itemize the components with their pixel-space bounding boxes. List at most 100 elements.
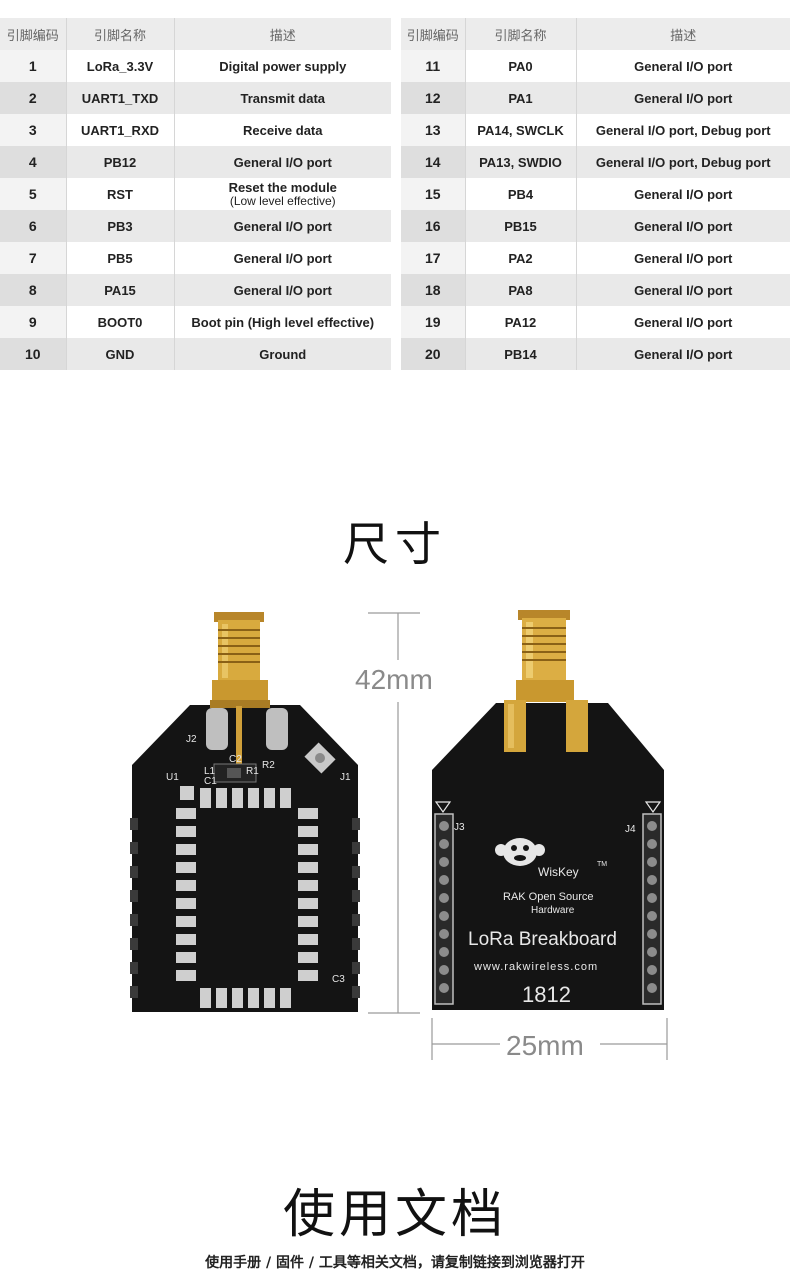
brand-text: WisKey — [538, 865, 579, 879]
hardware-text: Hardware — [531, 905, 575, 916]
pin-number-cell: 18 — [401, 274, 466, 306]
pin-name-cell: UART1_RXD — [66, 114, 175, 146]
pin-description-cell: General I/O port — [576, 50, 790, 82]
label-c2: C2 — [229, 754, 242, 765]
pin-number-cell: 5 — [0, 178, 67, 210]
board-back: WisKey TM RAK Open Source Hardware LoRa … — [432, 610, 664, 1010]
sma-connector-front — [206, 612, 288, 766]
pin-description-cell: General I/O port — [174, 274, 391, 306]
pin-number-cell: 14 — [401, 146, 466, 178]
height-dimension-label: 42mm — [355, 664, 433, 695]
pin-number-cell: 19 — [401, 306, 466, 338]
label-j4: J4 — [625, 824, 636, 835]
pin-number-cell: 8 — [0, 274, 67, 306]
pin-name-cell: LoRa_3.3V — [66, 50, 175, 82]
pin-name-cell: PB3 — [66, 210, 175, 242]
sma-connector-back — [504, 610, 588, 752]
height-dimension-line — [368, 612, 420, 1014]
label-j2: J2 — [186, 734, 197, 745]
pin-description-cell: General I/O port, Debug port — [576, 114, 790, 146]
pin-description-main: Reset the module — [228, 180, 337, 195]
pin-number-cell: 15 — [401, 178, 466, 210]
pin-name-cell: UART1_TXD — [66, 82, 175, 114]
pin-name-cell: BOOT0 — [66, 306, 175, 338]
pin-number-cell: 9 — [0, 306, 67, 338]
pin-name-cell: PA14, SWCLK — [465, 114, 577, 146]
pin-number-cell: 20 — [401, 338, 466, 370]
pin-name-cell: PA8 — [465, 274, 577, 306]
pin-name-cell: PB4 — [465, 178, 577, 210]
header-pin-name: 引脚名称 — [465, 18, 577, 50]
label-r1: R1 — [246, 766, 259, 777]
pin-description-cell: General I/O port — [576, 210, 790, 242]
pin-description-cell: Digital power supply — [174, 50, 391, 82]
pin-number-cell: 12 — [401, 82, 466, 114]
pin-name-cell: RST — [66, 178, 175, 210]
docs-section-title: 使用文档 — [282, 1185, 507, 1245]
pin-description-cell: Receive data — [174, 114, 391, 146]
pin-description-cell: General I/O port — [576, 338, 790, 370]
pin-description-cell: General I/O port — [174, 210, 391, 242]
pin-number-cell: 6 — [0, 210, 67, 242]
pin-name-cell: PA15 — [66, 274, 175, 306]
pin-name-cell: PB14 — [465, 338, 577, 370]
pin-description-cell: General I/O port — [576, 306, 790, 338]
pin-description-cell: General I/O port — [576, 242, 790, 274]
header-pin-number: 引脚编码 — [401, 18, 466, 50]
pin-name-cell: PB12 — [66, 146, 175, 178]
label-j3: J3 — [454, 822, 465, 833]
pin-number-cell: 1 — [0, 50, 67, 82]
header-description: 描述 — [174, 18, 391, 50]
pin-description-cell: Boot pin (High level effective) — [174, 306, 391, 338]
pin-number-cell: 11 — [401, 50, 466, 82]
pin-number-cell: 10 — [0, 338, 67, 370]
label-r2: R2 — [262, 760, 275, 771]
pin-description-cell: General I/O port — [174, 242, 391, 274]
pin-number-cell: 7 — [0, 242, 67, 274]
pin-number-cell: 2 — [0, 82, 67, 114]
pin-name-cell: PA12 — [465, 306, 577, 338]
pin-name-cell: PB15 — [465, 210, 577, 242]
pin-name-cell: PB5 — [66, 242, 175, 274]
pin-name-cell: PA0 — [465, 50, 577, 82]
pin-name-cell: GND — [66, 338, 175, 370]
pin-description-cell: General I/O port — [576, 274, 790, 306]
pin-description-cell: Ground — [174, 338, 391, 370]
header-pin-name: 引脚名称 — [66, 18, 175, 50]
label-u1: U1 — [166, 772, 179, 783]
pin-number-cell: 16 — [401, 210, 466, 242]
pin-description-cell: General I/O port, Debug port — [576, 146, 790, 178]
pin-number-cell: 4 — [0, 146, 67, 178]
docs-note-text: 使用手册 / 固件 / 工具等相关文档，请复制链接到浏览器打开 — [205, 1255, 585, 1271]
header-pin-number: 引脚编码 — [0, 18, 67, 50]
pin-number-cell: 13 — [401, 114, 466, 146]
pin-description-cell: General I/O port — [576, 82, 790, 114]
size-section-title: 尺寸 — [343, 517, 447, 571]
width-dimension-line — [431, 1018, 668, 1060]
pin-description-cell: General I/O port — [576, 178, 790, 210]
pin-name-cell: PA1 — [465, 82, 577, 114]
product-name-text: LoRa Breakboard — [468, 929, 617, 950]
pin-name-cell: PA2 — [465, 242, 577, 274]
